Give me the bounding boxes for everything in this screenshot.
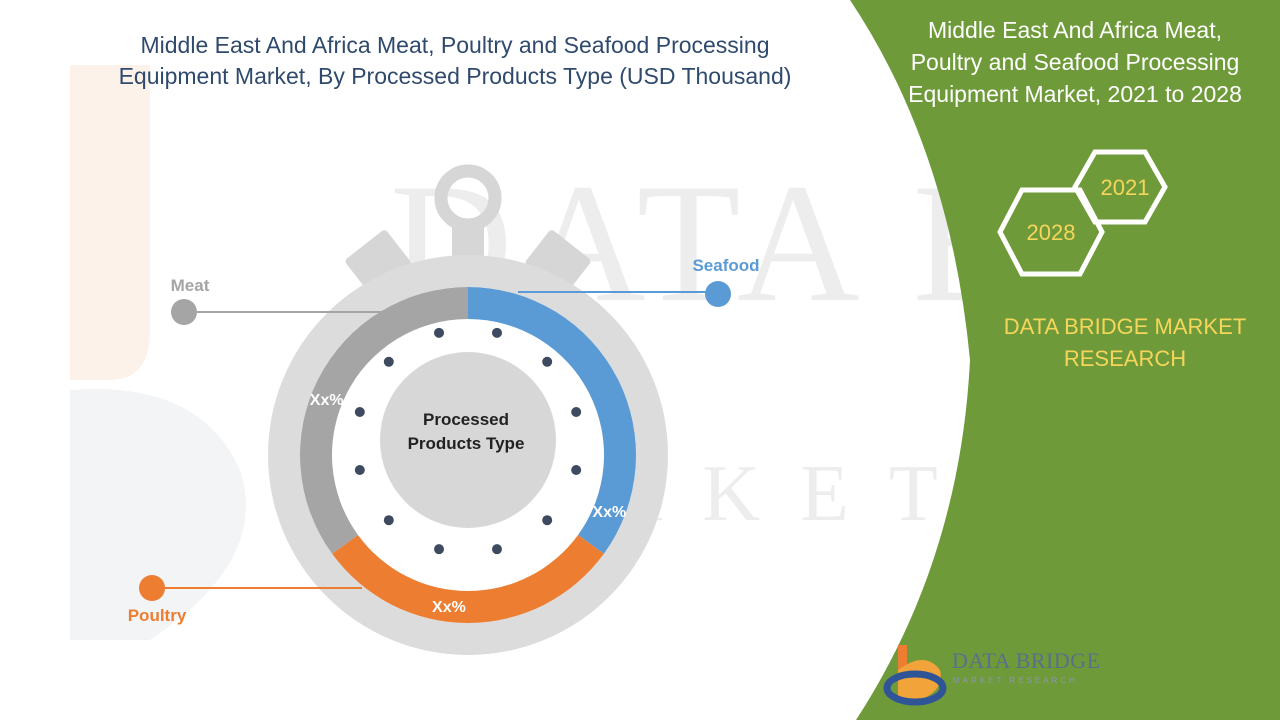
legend-marker-seafood	[705, 281, 731, 307]
dial-dot	[571, 464, 582, 475]
center-label-line1: Processed	[423, 410, 509, 429]
legend-label-seafood: Seafood	[692, 256, 759, 275]
hexagon-2028	[997, 187, 1105, 277]
dial-dot	[354, 464, 365, 475]
hexagon-2021	[1072, 149, 1168, 225]
logo-icon	[883, 645, 947, 706]
brand-name: DATA BRIDGE MARKET RESEARCH	[1003, 314, 1247, 371]
legend-marker-meat	[171, 299, 197, 325]
dial-dot	[491, 327, 502, 338]
logo-tagline: MARKET RESEARCH	[953, 676, 1078, 685]
side-panel	[850, 0, 1280, 720]
value-label-seafood: Xx%	[592, 504, 626, 521]
slice-meat	[299, 287, 468, 554]
dial-dot	[383, 515, 394, 526]
legend-label-poultry: Poultry	[128, 606, 187, 625]
year-end-label: 2028	[1027, 220, 1076, 245]
slice-seafood	[468, 287, 637, 554]
donut-ring	[299, 287, 637, 624]
dial-dot	[354, 407, 365, 418]
dial-dot	[571, 407, 582, 418]
center-disc	[380, 352, 556, 528]
value-label-meat: Xx%	[310, 392, 344, 409]
slice-poultry	[332, 534, 604, 624]
year-start-label: 2021	[1101, 175, 1150, 200]
dial-dots	[354, 327, 582, 555]
chart-title: Middle East And Africa Meat, Poultry and…	[118, 32, 792, 89]
dial-dot	[542, 356, 553, 367]
center-label-line2: Products Type	[408, 434, 525, 453]
dial-dot	[542, 515, 553, 526]
legend-label-meat: Meat	[171, 276, 210, 295]
dial-dot	[434, 327, 445, 338]
panel-title: Middle East And Africa Meat, Poultry and…	[908, 17, 1242, 107]
logo-name: DATA BRIDGE	[952, 648, 1101, 673]
dial-dot	[434, 544, 445, 555]
dial-dot	[491, 544, 502, 555]
dial-dot	[383, 356, 394, 367]
value-label-poultry: Xx%	[432, 599, 466, 616]
legend-marker-poultry	[139, 575, 165, 601]
